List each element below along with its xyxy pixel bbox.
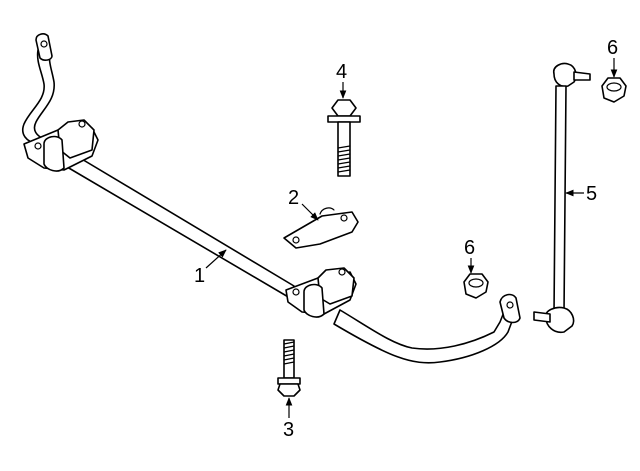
- callout-6-top-right: 6: [607, 37, 618, 78]
- callout-6-middle: 6: [464, 237, 475, 274]
- bushing-bracket-left: [23, 119, 99, 172]
- stabilizer-link: [533, 62, 591, 334]
- callout-label-1: 1: [194, 265, 205, 287]
- callout-label-6-top-right: 6: [607, 37, 618, 59]
- callout-5: 5: [565, 183, 597, 205]
- callout-2: 2: [288, 187, 319, 221]
- callout-1: 1: [194, 249, 227, 287]
- callout-3: 3: [283, 397, 294, 441]
- callout-label-6-middle: 6: [464, 237, 475, 259]
- callout-4: 4: [336, 61, 347, 99]
- bolt-bottom: [277, 339, 301, 397]
- stabilizer-bar: [22, 33, 521, 364]
- callout-label-4: 4: [336, 61, 347, 83]
- callout-label-5: 5: [586, 183, 597, 205]
- bracket-plate: [283, 207, 359, 249]
- callout-label-3: 3: [283, 419, 294, 441]
- bolt-top: [327, 99, 361, 177]
- nut-middle: [463, 273, 489, 299]
- bushing-bracket-center: [285, 267, 357, 318]
- callout-label-2: 2: [288, 187, 299, 209]
- nut-top-right: [601, 77, 627, 103]
